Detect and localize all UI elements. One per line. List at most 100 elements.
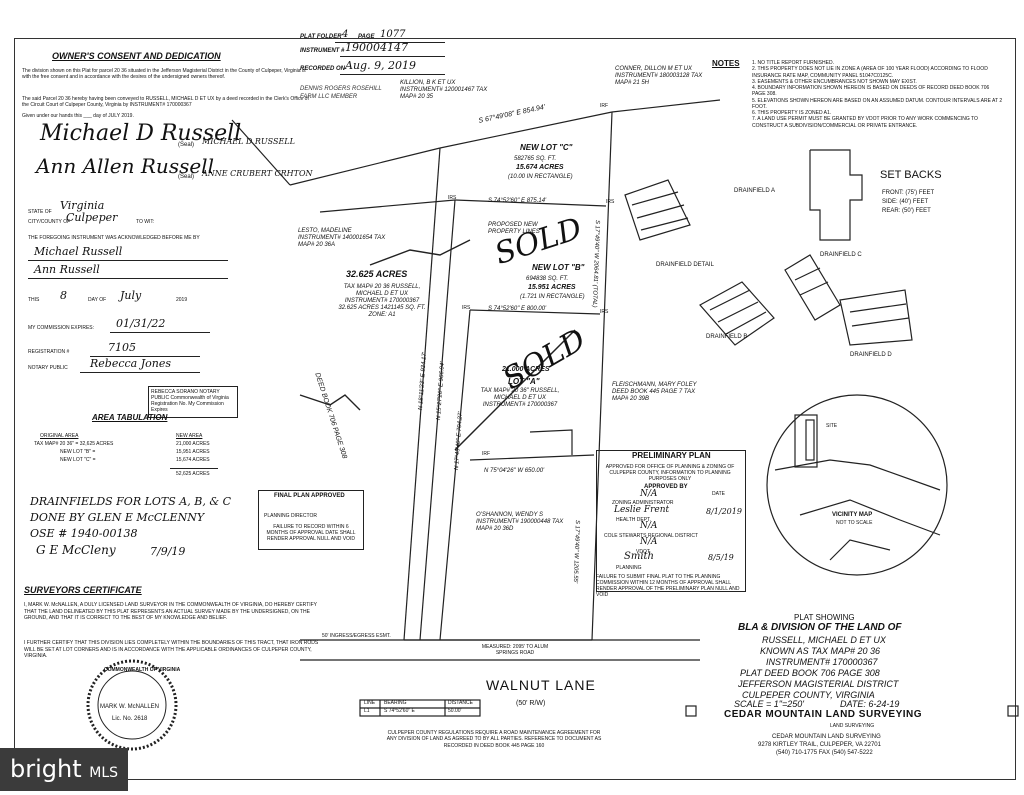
surveyor-title: SURVEYORS CERTIFICATE bbox=[24, 585, 142, 595]
prelim-r5: Smith bbox=[624, 551, 654, 562]
bearing-mid-1: S 74°52'60" E 875.14' bbox=[488, 198, 547, 204]
neighbor-killion: KILLION, B K ET UX INSTRUMENT# 120001467… bbox=[400, 80, 488, 100]
boundary-west-inner bbox=[419, 199, 456, 641]
plat-folder-value: 4 bbox=[342, 29, 349, 40]
owner-signature-1: Michael D Russell bbox=[40, 121, 242, 146]
note-4: 4. BOUNDARY INFORMATION SHOWN HEREON IS … bbox=[752, 85, 990, 98]
owner-print-1: MICHAEL D RUSSELL bbox=[202, 137, 295, 146]
notary-month: July bbox=[120, 289, 142, 302]
lot-line-b bbox=[469, 309, 601, 315]
area-row-3-a: NEW LOT "C" = bbox=[60, 457, 96, 463]
prelim-r4-label: VDOT bbox=[636, 549, 650, 555]
lot-b-acres: 15.951 ACRES bbox=[528, 284, 576, 291]
notary-name-2: Ann Russell bbox=[34, 263, 100, 276]
notary-signature: Rebecca Jones bbox=[90, 357, 171, 370]
notary-county-label: CITY/COUNTY OF bbox=[28, 219, 71, 225]
title-addr: 9278 KIRTLEY TRAIL, CULPEPER, VA 22701 bbox=[758, 742, 881, 748]
area-row-2-a: NEW LOT "B" = bbox=[60, 449, 96, 455]
neighbor-lesto: LESTO, MADELINE INSTRUMENT# 140001654 TA… bbox=[298, 228, 386, 248]
boundary-east bbox=[591, 111, 613, 641]
prelim-desc: APPROVED FOR OFFICE OF PLANNING & ZONING… bbox=[605, 464, 735, 482]
note-7: 7. A LAND USE PERMIT MUST BE GRANTED BY … bbox=[752, 116, 978, 129]
owner-print-2: ANNE CRUBERT CRHTON bbox=[202, 169, 313, 178]
title-l5: INSTRUMENT# 170000367 bbox=[766, 657, 878, 667]
parent-desc: TAX MAP# 20 36 RUSSELL, MICHAEL D ET UX … bbox=[338, 284, 426, 318]
recorded-label: RECORDED ON bbox=[300, 66, 346, 72]
line-table-r3: 50.00' bbox=[448, 708, 462, 714]
line-table-h2: BEARING bbox=[384, 700, 407, 706]
note-2: 2. THIS PROPERTY DOES NOT LIE IN ZONE A … bbox=[752, 66, 988, 79]
line-table-r1: L1 bbox=[364, 708, 370, 714]
notary-dayof: DAY OF bbox=[88, 297, 107, 303]
prelim-r3: N/A bbox=[640, 521, 658, 531]
road-maintenance-note: CULPEPER COUNTY REGULATIONS REQUIRE A RO… bbox=[386, 730, 602, 749]
notes-list: 1. NO TITLE REPORT FURNISHED. 2. THIS PR… bbox=[752, 60, 1004, 129]
notary-commission: 01/31/22 bbox=[116, 317, 166, 330]
title-scale: SCALE = 1"=250' bbox=[734, 699, 804, 709]
seal-top-text: COMMONWEALTH OF VIRGINIA bbox=[104, 667, 181, 673]
prelim-r5-date: 8/5/19 bbox=[708, 553, 734, 562]
drainfield-detail-label: DRAINFIELD DETAIL bbox=[656, 262, 714, 268]
plat-folder-label: PLAT FOLDER bbox=[300, 34, 342, 40]
notary-name-1: Michael Russell bbox=[34, 245, 123, 258]
neighbor-fleischmann: FLEISCHMANN, MARY FOLEY DEED BOOK 445 PA… bbox=[612, 382, 697, 402]
prelim-r2-date: 8/1/2019 bbox=[706, 507, 742, 516]
vicinity-title: VICINITY MAP bbox=[832, 512, 873, 518]
seal-lic: Lic. No. 2618 bbox=[112, 716, 148, 722]
title-phone: (540) 710-1775 FAX (540) 547-5222 bbox=[776, 750, 873, 756]
line-table-h3: DISTANCE bbox=[448, 700, 473, 706]
notary-county: Culpeper bbox=[66, 211, 118, 224]
watermark-brand: bright bbox=[10, 755, 82, 783]
seal-name: MARK W. McNALLEN bbox=[100, 704, 160, 710]
notary-stamp: REBECCA SORANO NOTARY PUBLIC Commonwealt… bbox=[148, 386, 238, 418]
north-neighbor-line bbox=[289, 147, 441, 186]
title-l3: RUSSELL, MICHAEL D ET UX bbox=[762, 635, 886, 645]
prelim-r1-label: ZONING ADMINISTRATOR bbox=[612, 500, 674, 506]
title-l7: JEFFERSON MAGISTERIAL DISTRICT bbox=[738, 679, 899, 689]
plat-border bbox=[14, 38, 1016, 780]
irf-marker-sw: IRF bbox=[482, 451, 491, 457]
title-firm: CEDAR MOUNTAIN LAND SURVEYING bbox=[724, 709, 923, 720]
notary-this-label: THIS bbox=[28, 297, 40, 303]
bearing-mid-2: S 74°52'60" E 800.00' bbox=[488, 306, 547, 312]
notes-title: NOTES bbox=[712, 59, 740, 68]
preliminary-plan-box bbox=[596, 450, 746, 592]
title-date: DATE: 6-24-19 bbox=[840, 699, 900, 709]
lot-a-title: LOT "A" bbox=[508, 377, 540, 386]
owners-para-1: The division shown on this Plat for parc… bbox=[22, 68, 306, 81]
drainfield-a-label: DRAINFIELD A bbox=[734, 188, 776, 194]
road-name: WALNUT LANE bbox=[486, 677, 596, 693]
drainfield-d-label: DRAINFIELD D bbox=[850, 352, 892, 358]
east-neighbor-line bbox=[611, 99, 721, 113]
lot-b-note: (1.721 IN RECTANGLE) bbox=[520, 294, 585, 300]
prelim-r2-label: HEALTH DEPT. bbox=[616, 517, 651, 523]
lot-a-area: 21.000 ACRES bbox=[502, 366, 550, 373]
irs-marker-3: IRS bbox=[462, 305, 471, 311]
lot-c-area: 582765 SQ. FT. bbox=[514, 156, 557, 162]
title-l1: PLAT SHOWING bbox=[794, 613, 855, 622]
title-firm-sub: LAND SURVEYING bbox=[830, 723, 875, 729]
irf-marker-ne: IRF bbox=[600, 103, 609, 109]
prelim-r3-label: COLE STEWARTS REGIONAL DISTRICT bbox=[604, 533, 698, 539]
setback-front: FRONT: (75') FEET bbox=[882, 190, 935, 196]
notary-commission-label: MY COMMISSION EXPIRES: bbox=[28, 325, 95, 331]
note-1: 1. NO TITLE REPORT FURNISHED. bbox=[752, 60, 834, 66]
drainfield-signature: G E McCleny bbox=[36, 543, 116, 557]
egress-label: 50' INGRESS/EGRESS ESMT. bbox=[322, 633, 391, 639]
prelim-title: PRELIMINARY PLAN bbox=[632, 451, 711, 460]
owner-seal-1: (Seal) bbox=[178, 142, 195, 148]
drainfield-note-1: DRAINFIELDS FOR LOTS A, B, & C bbox=[30, 495, 232, 508]
area-row-1-a: TAX MAP# 20 36" = 32,625 ACRES bbox=[34, 441, 114, 447]
title-l4: KNOWN AS TAX MAP# 20 36 bbox=[760, 646, 881, 656]
area-row-2-b: 15,951 ACRES bbox=[176, 449, 210, 455]
prelim-footer: FAILURE TO SUBMIT FINAL PLAT TO THE PLAN… bbox=[596, 574, 740, 598]
notary-registration-label: REGISTRATION # bbox=[28, 349, 70, 355]
area-row-3-b: 15,674 ACRES bbox=[176, 457, 210, 463]
owners-given: Given under our hands this ___ day of JU… bbox=[22, 113, 134, 119]
neighbor-conner: CONNER, DILLON M ET UX INSTRUMENT# 18000… bbox=[615, 66, 703, 86]
neighbor-top-left: DENNIS ROGERS ROSEHILL FARM LLC MEMBER bbox=[300, 86, 382, 100]
note-6: 6. THIS PROPERTY IS ZONED A1. bbox=[752, 110, 832, 116]
setback-side: SIDE: (40') FEET bbox=[882, 199, 929, 205]
prelim-r1: N/A bbox=[640, 489, 658, 499]
boundary-north bbox=[439, 111, 613, 149]
